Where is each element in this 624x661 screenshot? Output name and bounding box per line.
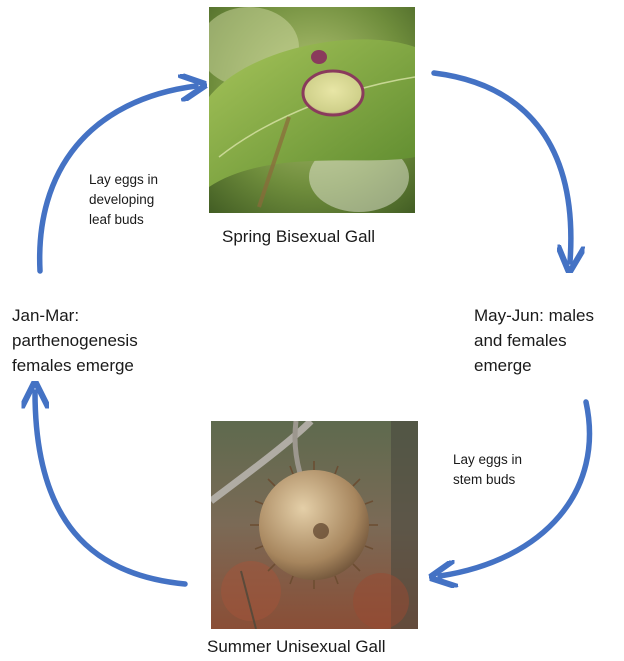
summer-stage-label: May-Jun: males and females emerge (474, 303, 624, 378)
arrow-top-right (434, 73, 571, 262)
stem-bud-egg-note: Lay eggs in stem buds (453, 450, 563, 490)
arrow-bottom-left (35, 392, 185, 584)
spring-gall-caption: Spring Bisexual Gall (222, 227, 375, 247)
summer-gall-caption: Summer Unisexual Gall (207, 637, 386, 657)
summer-unisexual-gall-photo (211, 421, 418, 629)
leaf-bud-egg-note: Lay eggs in developing leaf buds (89, 170, 199, 230)
spring-bisexual-gall-photo (209, 7, 415, 213)
winter-stage-label: Jan-Mar: parthenogenesis females emerge (12, 303, 192, 378)
